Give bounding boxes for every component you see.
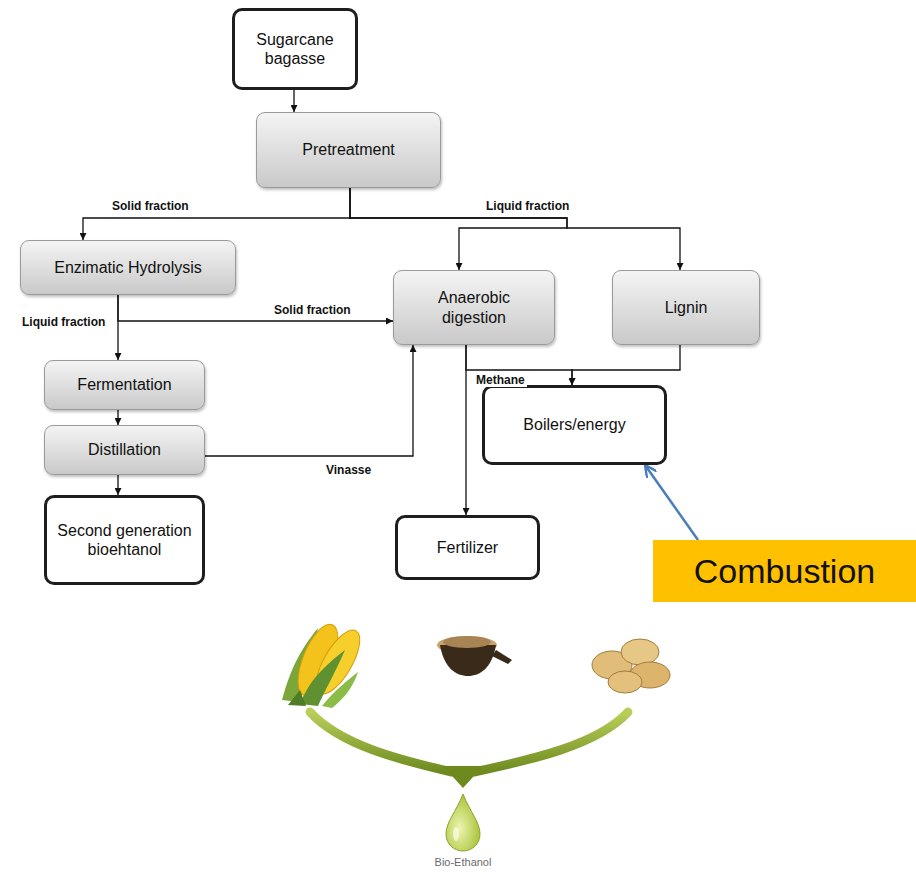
output-box: Second generation bioehtanol (44, 495, 205, 585)
callout-box: Combustion (653, 540, 916, 602)
flow-arrow (205, 345, 413, 456)
flow-arrow (117, 410, 118, 425)
flow-arrow (118, 295, 393, 321)
output-box: Boilers/energy (482, 385, 667, 465)
flow-arrow (83, 188, 350, 240)
node-text: Second generation bioehtanol (57, 521, 192, 559)
flow-arrow (117, 475, 118, 495)
caption-label: Bio-Ethanol (435, 856, 492, 868)
process-box: Lignin (612, 270, 760, 345)
node-text: Fermentation (77, 375, 171, 394)
node-text: Lignin (665, 298, 708, 317)
edge-label: Methane (474, 373, 527, 387)
node-text: Fertilizer (437, 538, 498, 557)
edge-label: Liquid fraction (484, 199, 571, 213)
node-text: Boilers/energy (523, 415, 625, 434)
process-box: Pretreatment (256, 112, 441, 188)
edge-label: Solid fraction (272, 303, 353, 317)
flour-bowl-icon (437, 636, 512, 676)
node-text: Combustion (694, 551, 875, 592)
edge-label: Liquid fraction (20, 315, 107, 329)
merge-arrow (310, 705, 628, 788)
process-box: Enzimatic Hydrolysis (20, 240, 236, 295)
node-text: Sugarcane bagasse (245, 30, 345, 68)
ethanol-droplet (446, 794, 480, 851)
source-box: Sugarcane bagasse (232, 8, 358, 90)
flow-arrow (293, 90, 294, 112)
node-text: Distillation (88, 440, 161, 459)
process-box: Fermentation (44, 360, 205, 410)
output-box: Fertilizer (395, 515, 540, 580)
flow-arrow (350, 188, 680, 270)
flow-arrow (572, 345, 680, 385)
process-box: Anaerobic digestion (393, 270, 555, 345)
edge-label: Vinasse (324, 463, 373, 477)
node-text: Anaerobic digestion (404, 288, 544, 326)
callout-arrow (645, 465, 698, 540)
potato-icon (592, 639, 670, 693)
flow-arrow (465, 345, 466, 515)
process-box: Distillation (44, 425, 205, 475)
edge-label: Solid fraction (110, 199, 191, 213)
corn-icon (282, 619, 368, 708)
node-text: Pretreatment (302, 140, 394, 159)
node-text: Enzimatic Hydrolysis (54, 258, 202, 277)
